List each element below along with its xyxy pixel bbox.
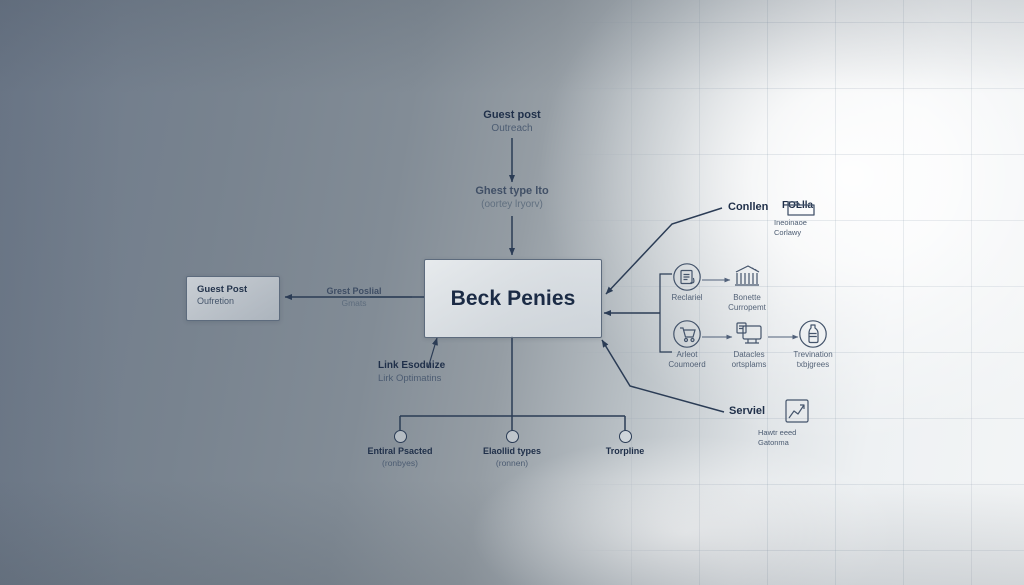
bottle-circle-icon — [798, 319, 828, 349]
document-circle-icon — [672, 262, 702, 292]
bottom-node-dot-1[interactable] — [394, 430, 407, 443]
bottom-section-label-subtitle: Lirk Optimatins — [378, 372, 442, 384]
top-label-guest-post-subtitle: Outreach — [491, 123, 533, 135]
icon-row-1-caption-2-line-2: Curropemt — [728, 303, 766, 313]
top-label-ghest-type: Ghest type lto (oortey lryorv) — [475, 184, 548, 211]
right-group-conllen-caption: Ineoinaoe Corlawy — [774, 218, 807, 238]
bottom-node-3: Trorpline — [606, 446, 645, 458]
center-node-title: Beck Penies — [450, 286, 576, 310]
bottom-node-2-subtitle: (ronnen) — [495, 457, 529, 468]
icon-row-2-caption-2: Datacles ortsplams — [732, 350, 767, 371]
left-node[interactable]: Guest Post Oufretion — [186, 276, 280, 321]
right-group-serviel-caption-line-1: Hawtr eeed — [758, 428, 797, 437]
left-link-label-subtitle: Gmats — [341, 297, 367, 308]
icon-row-2-caption-3-line-1: Trevination — [793, 350, 833, 359]
left-link-label: Grest Poslial Gmats — [326, 286, 381, 309]
right-group-conllen-title: Conllen — [728, 201, 769, 213]
top-label-ghest-type-subtitle: (oortey lryorv) — [481, 199, 543, 211]
bottom-node-dot-2[interactable] — [506, 430, 519, 443]
icon-row-2-caption-2-line-2: ortsplams — [731, 360, 767, 370]
right-group-serviel-heading: Serviel — [729, 404, 765, 418]
folder-icon — [786, 196, 816, 218]
icon-row-2-caption-3-line-2: txbjgrees — [796, 360, 830, 370]
icon-row-2-caption-1-line-1: Arleot — [676, 350, 698, 359]
bottom-node-dot-3[interactable] — [619, 430, 632, 443]
left-node-subtitle: Oufretion — [197, 295, 235, 306]
left-link-label-title: Grest Poslial — [326, 286, 382, 296]
bottom-node-1: Entiral Psacted (ronbyes) — [367, 446, 432, 469]
icon-row-1-caption-2-line-1: Bonette — [733, 293, 761, 302]
icon-row-1-caption-1-line-1: Reclariel — [671, 293, 703, 302]
bottom-node-3-title: Trorpline — [605, 446, 645, 456]
icon-row-2-caption-1: Arleot Coumoerd — [668, 350, 705, 371]
bottom-section-label-title: Link Esoduize — [378, 360, 446, 371]
icon-row-2-caption-3: Trevination txbjgrees — [793, 350, 832, 371]
background-grid — [573, 0, 1024, 585]
left-node-text: Guest Post Oufretion — [197, 284, 247, 308]
growth-chart-icon — [784, 398, 810, 424]
icon-row-1-caption-2: Bonette Curropemt — [728, 293, 766, 314]
bottom-node-1-title: Entiral Psacted — [367, 446, 433, 456]
left-node-title: Guest Post — [197, 284, 248, 295]
icon-row-2-caption-2-line-1: Datacles — [733, 350, 765, 359]
bottom-node-2: Elaollid types (ronnen) — [483, 446, 541, 469]
top-label-guest-post-title: Guest post — [483, 109, 541, 121]
top-label-guest-post: Guest post Outreach — [483, 108, 540, 135]
cart-circle-icon — [672, 319, 702, 349]
icon-row-2-caption-1-line-2: Coumoerd — [668, 360, 706, 370]
bottom-node-2-title: Elaollid types — [482, 446, 542, 456]
right-group-serviel-caption: Hawtr eeed Gatonma — [758, 428, 796, 448]
background-glow-lower — [389, 397, 984, 585]
building-bars-icon — [732, 262, 762, 292]
right-group-serviel-title: Serviel — [729, 405, 766, 417]
right-group-conllen-caption-line-2: Corlawy — [774, 227, 802, 237]
icon-row-1-caption-1: Reclariel — [671, 293, 702, 303]
bottom-node-1-subtitle: (ronbyes) — [382, 457, 418, 468]
top-label-ghest-type-title: Ghest type lto — [475, 185, 549, 197]
monitor-icon — [734, 320, 764, 348]
right-group-conllen-caption-line-1: Ineoinaoe — [774, 218, 807, 227]
center-node[interactable]: Beck Penies — [424, 259, 602, 338]
bottom-section-label: Link Esoduize Lirk Optimatins — [378, 360, 445, 385]
right-group-serviel-caption-line-2: Gatonma — [758, 437, 789, 447]
right-group-conllen-heading: Conllen — [728, 200, 768, 214]
